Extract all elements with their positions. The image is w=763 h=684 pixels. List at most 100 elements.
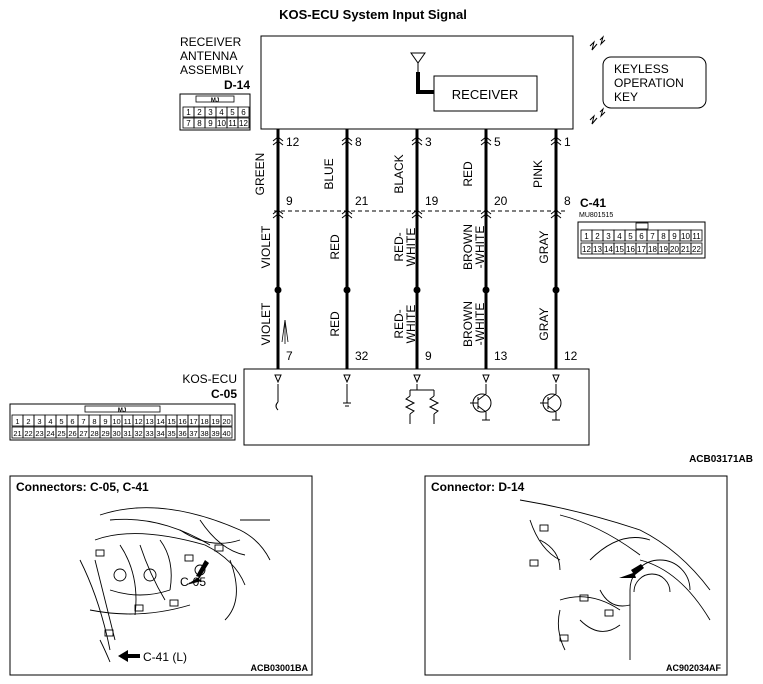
connector-pin-number: 15 [167,417,175,426]
connector-pin-number: 30 [112,429,120,438]
connector-pin-number: 36 [178,429,186,438]
panel-right-code: AC902034AF [666,663,722,673]
connector-pin-number: 4 [48,417,52,426]
callout-c05: C-05 [180,575,206,589]
connector-pin-cell [690,242,703,255]
connector-pin-number: 11 [228,119,237,128]
connector-pin-number: 27 [79,429,87,438]
connector-pin-number: 39 [211,429,219,438]
connector-pin-number: 35 [167,429,175,438]
connector-pin-number: 20 [222,417,230,426]
keyless-key-line-2: OPERATION [614,76,684,90]
connector-chevron [411,136,423,142]
connector-pin-number: 9 [672,232,677,241]
connector-chevron [272,213,284,219]
lower-wire-color: BROWN-WHITE [461,224,487,270]
connector-pin-number: 1 [186,108,191,117]
connector-chevron [550,213,562,219]
wire-group: 1297GREENVIOLETVIOLET82132BLUEREDRED3199… [253,129,578,384]
connector-pin-number: 8 [92,417,96,426]
connector-pin-number: 14 [156,417,164,426]
connector-pin-number: 32 [134,429,142,438]
receiver-box [433,75,538,112]
ecu-pin-number: 7 [286,349,293,363]
connector-pin-cell [220,426,233,439]
connector-pin-number: 13 [593,245,602,254]
ecu-pin-number: 32 [355,349,369,363]
c05-tag: MJ [118,408,126,414]
arrow-c41-icon [118,650,140,662]
connector-chevron [550,140,562,146]
connector-chevron [480,213,492,219]
bottom-wire-color-line: -WHITE [473,303,487,346]
upper-wire-color: BLACK [392,154,406,193]
receiver-antenna-line-3: ASSEMBLY [180,63,244,77]
connector-pin-number: 16 [626,245,635,254]
kos-ecu-label: KOS-ECU [182,372,237,386]
connector-pin-number: 22 [692,245,701,254]
connector-chevron [411,209,423,215]
c41-part-code: MU801515 [579,212,613,219]
callout-c41: C-41 (L) [143,650,187,664]
vehicle-rear-illustration [519,499,711,660]
connector-pin-number: 5 [628,232,633,241]
connector-pin-cell [220,414,233,427]
connector-chevron [341,209,353,215]
bottom-wire-color: RED-WHITE [392,305,418,344]
connector-pin-number: 19 [211,417,219,426]
connector-pin-number: 9 [208,119,213,128]
splice-dot [413,286,421,294]
connector-pin-number: 9 [103,417,107,426]
d14-connector-id: D-14 [224,78,250,92]
connector-pin-number: 12 [582,245,591,254]
mid-pin-number: 9 [286,194,293,208]
lower-wire-color: RED [328,234,342,260]
upper-wire-color: BLUE [322,158,336,189]
connector-chevron [550,209,562,215]
keyless-key-box [602,56,707,109]
top-pin-number: 5 [494,135,501,149]
connector-pin-number: 11 [124,417,132,426]
connector-location-panel-left: Connectors: C-05, C-41 [9,475,313,676]
connector-pin-number: 10 [217,119,226,128]
upper-wire-color: GREEN [253,153,267,196]
connector-pin-number: 4 [617,232,622,241]
kos-ecu-box [243,368,590,446]
ecu-internal-circuit [275,384,562,424]
connector-pin-number: 31 [123,429,131,438]
diagram-code: ACB03171AB [689,454,753,465]
connector-pin-number: 12 [239,119,248,128]
mid-pin-number: 21 [355,194,369,208]
connector-pin-number: 13 [145,417,153,426]
connector-pin-number: 5 [230,108,235,117]
arrow-d14-icon [619,564,644,578]
ecu-pin-number: 12 [564,349,578,363]
connector-pin-number: 7 [81,417,85,426]
c05-connector-id: C-05 [211,387,237,401]
connector-pin-number: 15 [615,245,624,254]
connector-chevron [272,136,284,142]
lower-wire-color: VIOLET [259,225,273,268]
connector-chevron [341,136,353,142]
bottom-wire-color: VIOLET [259,302,273,345]
receiver-label: RECEIVER [452,87,518,102]
connector-pin-number: 1 [15,417,19,426]
connector-pin-number: 10 [681,232,690,241]
connector-pin-number: 16 [178,417,186,426]
connector-chevron [341,140,353,146]
connector-chevron [411,213,423,219]
connector-pin-number: 21 [681,245,690,254]
top-pin-number: 3 [425,135,432,149]
connector-chevron [411,140,423,146]
lower-wire-color-line: WHITE [404,228,418,267]
ecu-pin-icon [274,374,282,384]
connector-pin-number: 18 [648,245,657,254]
panel-left-code: ACB03001BA [250,663,308,673]
connector-pin-number: 3 [606,232,611,241]
splice-dot [343,286,351,294]
dashboard-harness-illustration [79,507,271,663]
connector-pin-number: 34 [156,429,164,438]
